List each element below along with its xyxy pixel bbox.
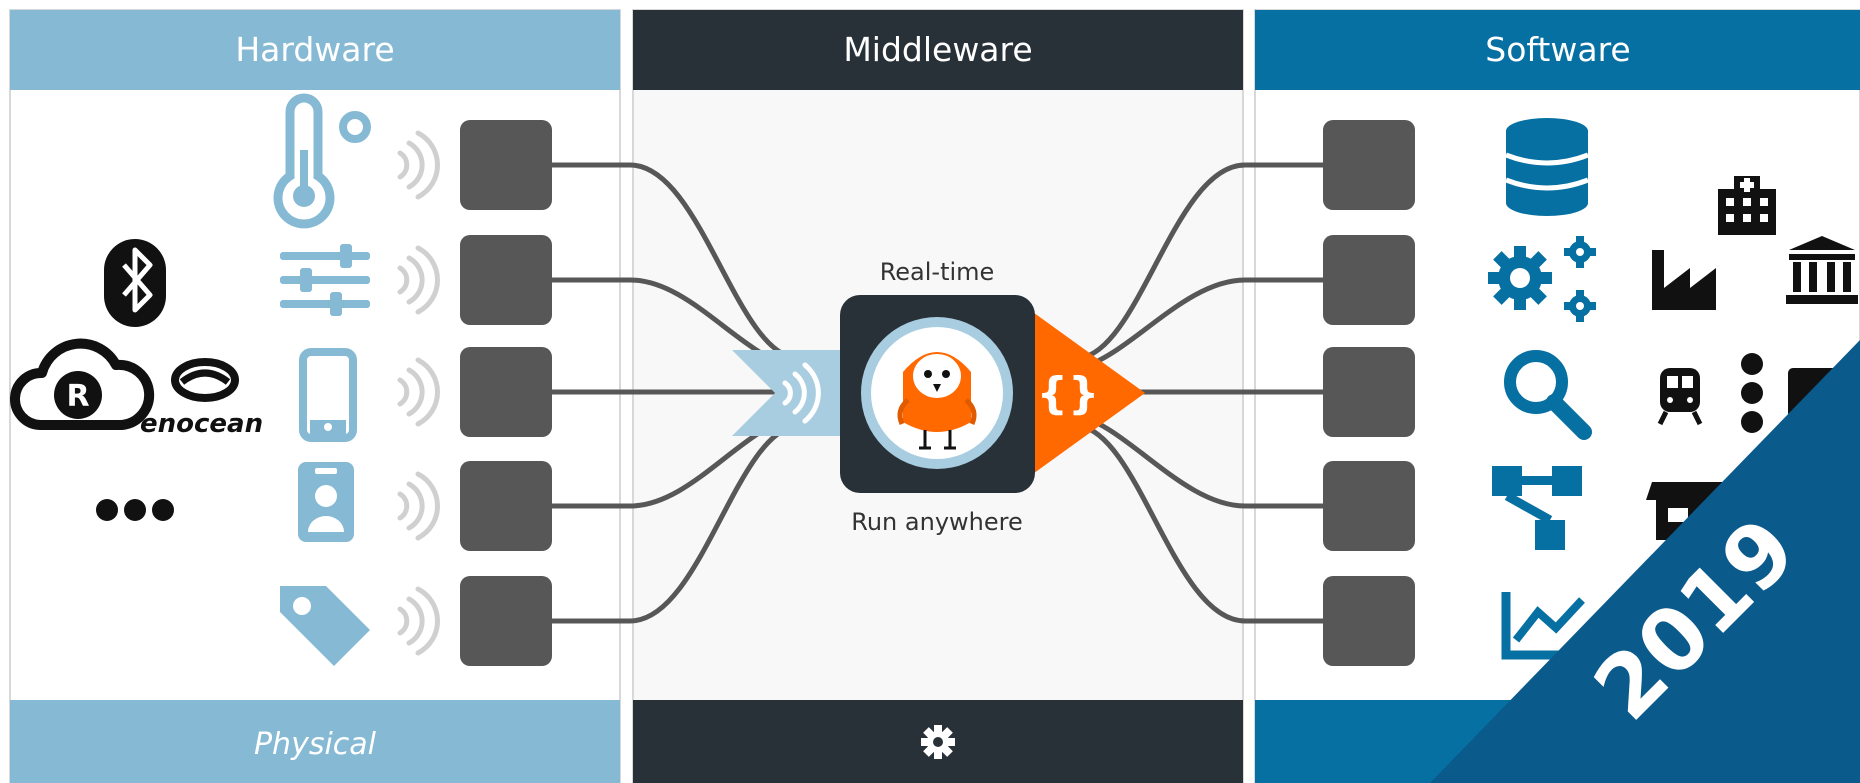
thermometer-icon: [273, 93, 371, 229]
train-icon: [1657, 368, 1703, 426]
gears-icon: [1488, 236, 1596, 322]
hardware-title: Hardware: [235, 30, 394, 69]
factory-icon: [1652, 250, 1716, 310]
software-header: [1255, 10, 1860, 90]
bluetooth-icon: [104, 239, 166, 327]
hardware-header: [10, 10, 620, 90]
flowchart-icon: [1492, 466, 1582, 550]
software-block: [1323, 461, 1415, 551]
owl-logo: [861, 317, 1013, 469]
svg-text:R: R: [66, 379, 89, 414]
run-anywhere-label: Run anywhere: [851, 508, 1022, 536]
curly-braces-icon: {}: [1037, 368, 1100, 419]
more-icon: [96, 499, 174, 521]
middleware-core: {} Real-time Run anywhere: [732, 258, 1145, 536]
software-block: [1323, 576, 1415, 666]
output-arrow: {}: [1010, 310, 1145, 476]
hardware-device-icons: [273, 93, 371, 666]
hardware-block: [460, 347, 552, 437]
radio-wave-icon: [397, 130, 441, 200]
wireless-signal-icon: [782, 362, 821, 424]
enocean-label: enocean: [140, 409, 263, 439]
input-chevron: [732, 350, 840, 436]
hardware-footer-label: Physical: [254, 727, 377, 762]
hardware-block: [460, 235, 552, 325]
middleware-header: [633, 10, 1243, 90]
enocean-logo: enocean: [140, 358, 263, 439]
software-blocks: [1323, 120, 1415, 666]
radio-wave-icon: [397, 471, 441, 541]
radio-wave-icon: [397, 245, 441, 315]
gear-icon: [921, 725, 955, 759]
hardware-footer: [10, 700, 620, 783]
hardware-protocol-icons: R enocean: [10, 239, 263, 521]
software-block: [1323, 235, 1415, 325]
software-title: Software: [1485, 30, 1630, 69]
hardware-blocks: [460, 120, 552, 666]
hardware-block: [460, 576, 552, 666]
institution-icon: [1786, 236, 1858, 304]
software-function-icons: [1488, 118, 1596, 660]
tag-icon: [280, 586, 370, 666]
smartphone-icon: [299, 348, 357, 442]
radio-wave-icon: [397, 586, 441, 656]
hardware-block: [460, 120, 552, 210]
id-badge-icon: [298, 462, 354, 542]
more-vertical-icon: [1741, 353, 1763, 433]
radio-waves: [397, 130, 441, 656]
hospital-icon: [1718, 176, 1776, 235]
middleware-title: Middleware: [843, 30, 1032, 69]
realtime-label: Real-time: [880, 258, 995, 286]
software-block: [1323, 120, 1415, 210]
radio-wave-icon: [397, 357, 441, 427]
database-icon: [1505, 118, 1589, 216]
reelyactive-cloud-icon: R: [10, 338, 155, 430]
hardware-block: [460, 461, 552, 551]
sliders-icon: [280, 244, 370, 316]
software-block: [1323, 347, 1415, 437]
search-icon: [1504, 350, 1592, 440]
